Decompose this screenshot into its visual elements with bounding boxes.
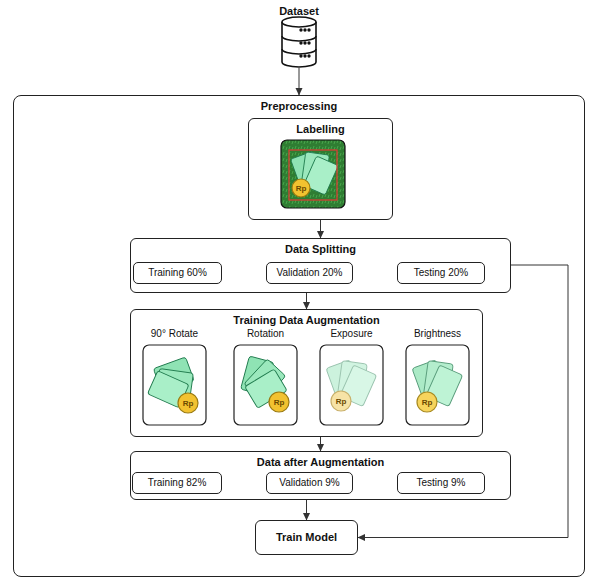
flow-arrow	[306, 293, 307, 309]
group-box: Data after AugmentationTraining 82% Valid…	[130, 451, 511, 500]
flow-arrow	[320, 437, 321, 451]
node-label: Train Model	[276, 531, 337, 544]
coin-label: Rp	[296, 184, 307, 193]
node-label: Brightness	[414, 328, 461, 340]
augmentation-item: 90° Rotate	[138, 327, 211, 427]
database-icon	[282, 17, 316, 67]
node-label: Testing 20%	[414, 267, 468, 279]
group-box: Data SplittingTraining 60% Validation 20%…	[130, 238, 511, 293]
split-pill: Training 82%	[132, 472, 222, 494]
node-label: Testing 9%	[417, 477, 466, 489]
node-label: Exposure	[330, 328, 372, 340]
augmentation-item: Exposure	[315, 327, 388, 427]
node-label: Rotation	[247, 328, 284, 340]
node-label: Data after Augmentation	[257, 456, 384, 469]
coin-label: Rp	[336, 397, 347, 406]
node-label: Data Splitting	[285, 243, 356, 256]
split-pill: Testing 20%	[397, 262, 485, 284]
flow-arrow	[299, 68, 300, 95]
split-pill: Training 60%	[133, 262, 222, 284]
group-box: PreprocessingLabellingData SplittingTrai…	[13, 95, 585, 577]
node-label: Training Data Augmentation	[233, 314, 379, 327]
group-box: Training Data Augmentation 90° Rotate Rota…	[130, 309, 483, 437]
node-label: Training 60%	[148, 267, 207, 279]
node-label: Preprocessing	[261, 100, 337, 113]
coin-label: Rp	[183, 399, 194, 408]
augmentation-images	[143, 345, 469, 425]
database-node: Dataset	[262, 1, 336, 68]
node-label: Validation 20%	[277, 267, 343, 279]
augmentation-item: Brightness	[401, 327, 474, 427]
augmentation-item: Rotation	[229, 327, 302, 427]
node-label: Labelling	[296, 123, 344, 136]
node-label: Validation 9%	[279, 477, 339, 489]
flow-arrow	[320, 220, 321, 238]
split-pill: Testing 9%	[397, 472, 485, 494]
flow-arrow	[358, 265, 568, 538]
labelling-image	[281, 140, 345, 208]
split-pill: Validation 20%	[266, 262, 353, 284]
node-label: Dataset	[279, 5, 319, 18]
process-box: Labelling	[248, 118, 393, 220]
flow-arrow	[306, 500, 307, 520]
coin-label: Rp	[274, 398, 285, 407]
process-box: Train Model	[255, 520, 358, 555]
coin-label: Rp	[422, 398, 433, 407]
node-label: Training 82%	[148, 477, 207, 489]
node-label: 90° Rotate	[151, 328, 198, 340]
split-pill: Validation 9%	[266, 472, 353, 494]
